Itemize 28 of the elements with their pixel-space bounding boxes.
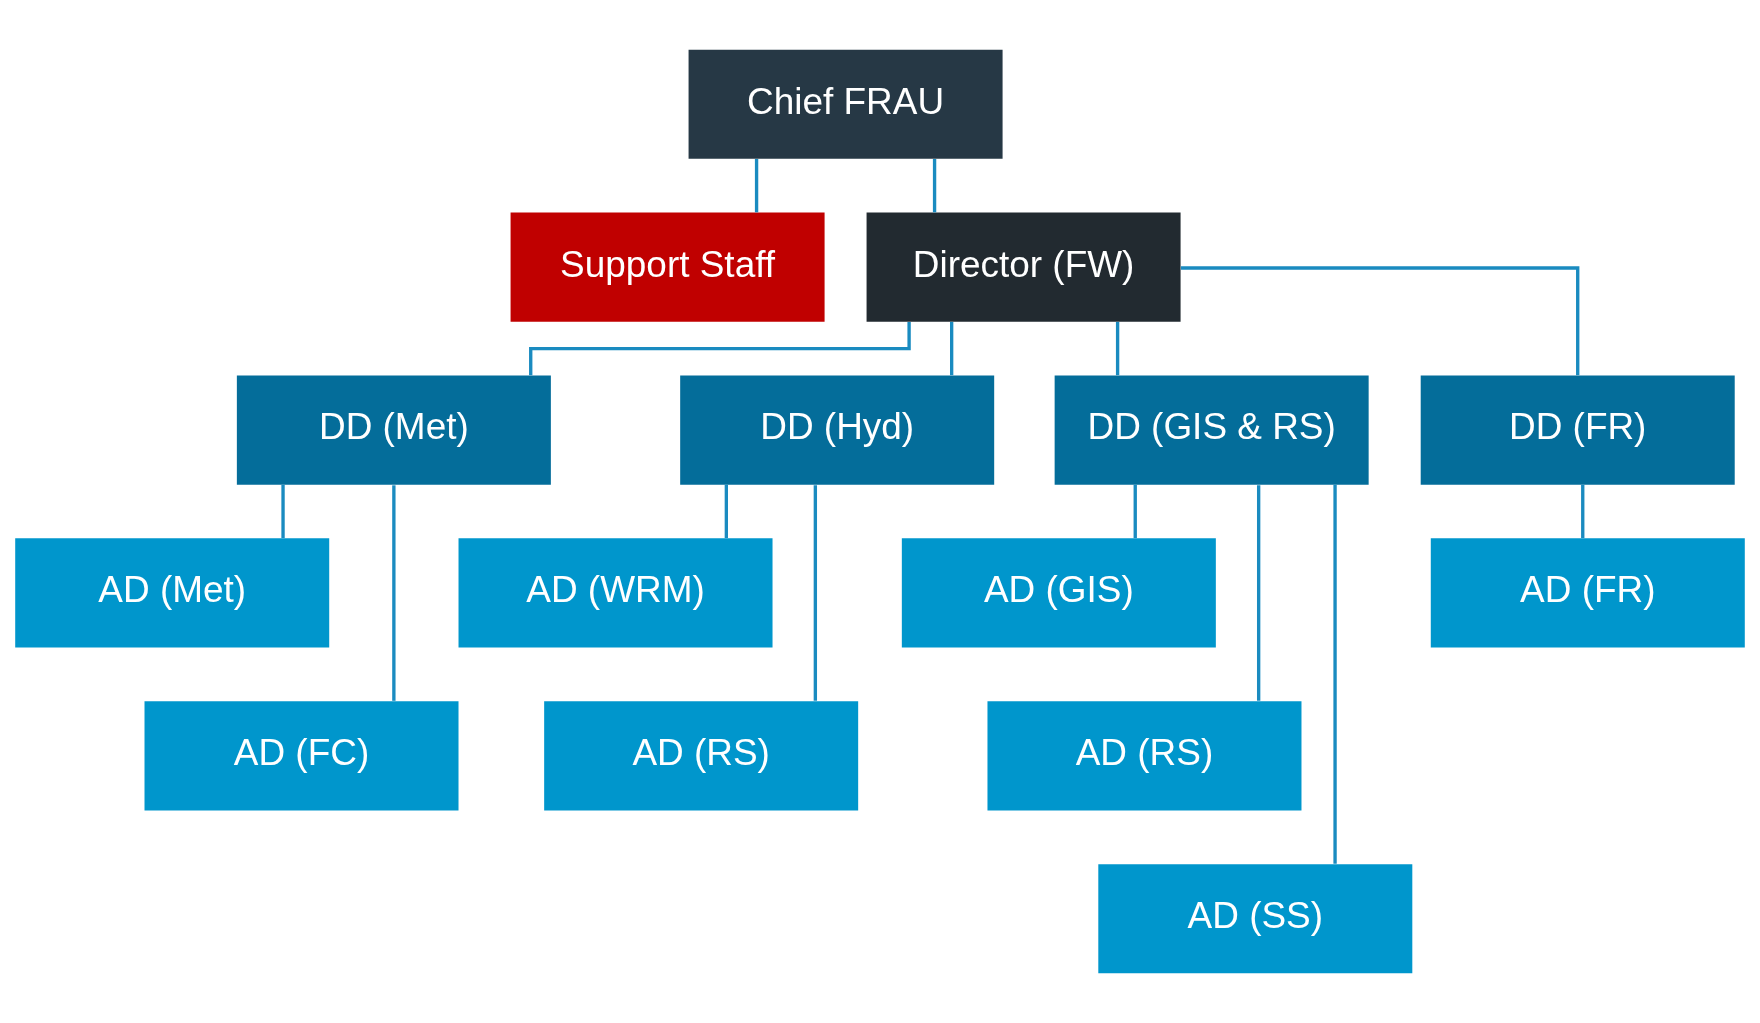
connector xyxy=(813,485,818,701)
connector xyxy=(932,159,937,213)
connector xyxy=(1257,485,1261,701)
node-box: Support Staff xyxy=(510,212,825,322)
node-box: Chief FRAU xyxy=(688,49,1003,159)
connector xyxy=(1333,484,1337,864)
connector xyxy=(754,159,759,213)
node-box: DD (FR) xyxy=(1420,375,1735,485)
connector xyxy=(281,484,285,539)
node-box: AD (FC) xyxy=(144,701,459,811)
connector xyxy=(949,321,954,376)
connector xyxy=(1133,484,1137,539)
node-box: DD (GIS & RS) xyxy=(1054,375,1369,485)
connector xyxy=(724,484,729,539)
node-box: AD (FR) xyxy=(1430,538,1745,648)
node-box: DD (Hyd) xyxy=(680,375,995,485)
node-box: DD (Met) xyxy=(236,375,551,485)
node-box: AD (WRM) xyxy=(458,538,773,648)
node-box: AD (RS) xyxy=(987,701,1302,811)
node-box: AD (RS) xyxy=(544,701,859,811)
connector xyxy=(392,485,396,701)
node-box: AD (SS) xyxy=(1098,864,1413,974)
node-box: AD (Met) xyxy=(15,538,330,648)
node-box: AD (GIS) xyxy=(901,538,1216,648)
connector xyxy=(1581,484,1585,539)
node-box: Director (FW) xyxy=(866,212,1181,322)
connector xyxy=(1180,266,1580,376)
connector xyxy=(1115,321,1120,376)
